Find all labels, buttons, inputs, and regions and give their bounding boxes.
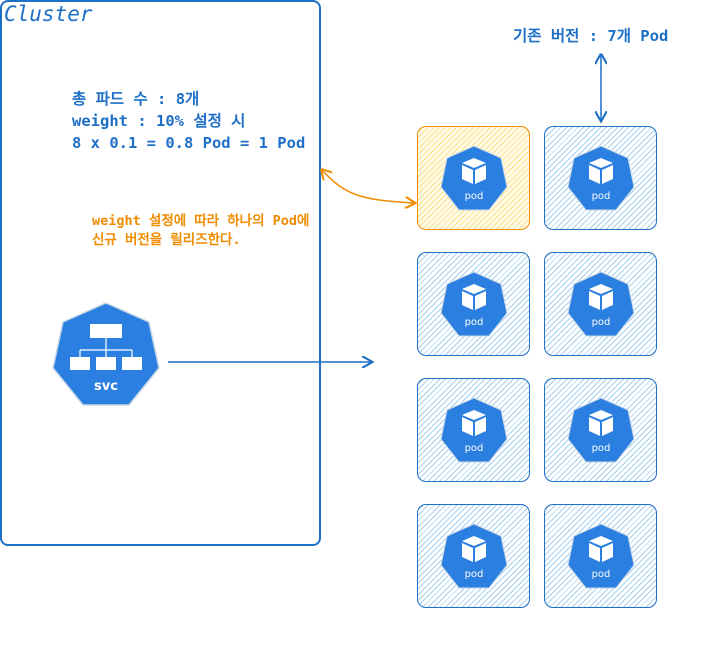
pod-card-new-version: pod [417,126,530,230]
pod-card-existing-version: pod [417,252,530,356]
release-note: weight 설정에 따라 하나의 Pod에 신규 버전을 릴리즈한다. [92,212,309,250]
weight-setting-line: weight : 10% 설정 시 [72,112,246,130]
pod-card-existing-version: pod [417,378,530,482]
pod-label: pod [465,569,484,580]
pod-label: pod [465,317,484,328]
release-note-line-2: 신규 버전을 릴리즈한다. [92,232,241,248]
cluster-box: Cluster [0,0,321,546]
pod-icon: pod [440,397,508,463]
pod-card-existing-version: pod [544,504,657,608]
pod-icon: pod [440,271,508,337]
pod-card-existing-version: pod [417,504,530,608]
pod-card-existing-version: pod [544,252,657,356]
total-pods-line: 총 파드 수 : 8개 [72,90,200,108]
pod-icon: pod [440,145,508,211]
pod-label: pod [592,443,611,454]
pod-card-existing-version: pod [544,126,657,230]
pod-icon: pod [567,523,635,589]
pod-label: pod [465,191,484,202]
release-note-line-1: weight 설정에 따라 하나의 Pod에 [92,213,310,229]
new-pod-arrow [322,170,414,203]
weight-calculation-info: 총 파드 수 : 8개 weight : 10% 설정 시 8 x 0.1 = … [72,88,305,154]
service-icon: svc [50,300,162,416]
pod-label: pod [465,443,484,454]
pod-card-existing-version: pod [544,378,657,482]
pod-label: pod [592,569,611,580]
pod-icon: pod [440,523,508,589]
pod-icon: pod [567,271,635,337]
existing-version-label: 기존 버전 : 7개 Pod [513,27,669,45]
pod-icon: pod [567,145,635,211]
cluster-title: Cluster [4,2,93,26]
pod-icon: pod [567,397,635,463]
calculation-line: 8 x 0.1 = 0.8 Pod = 1 Pod [72,134,306,152]
pod-label: pod [592,317,611,328]
pod-label: pod [592,191,611,202]
service-label: svc [94,379,118,394]
